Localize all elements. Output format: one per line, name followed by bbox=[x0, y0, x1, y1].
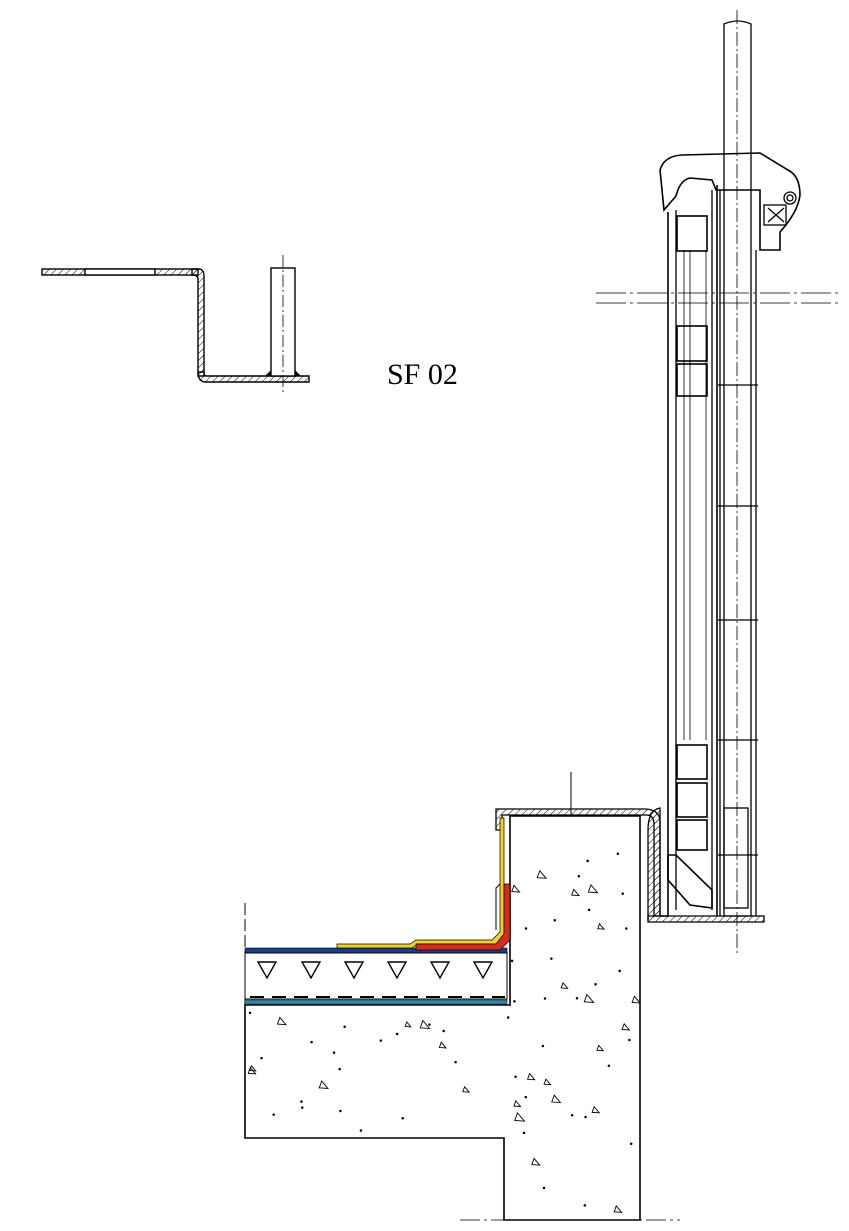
aggregate-grain bbox=[542, 1186, 546, 1190]
aggregate-grain bbox=[616, 852, 620, 855]
insulation-triangles bbox=[256, 961, 494, 980]
aggregate-grain bbox=[395, 1032, 399, 1036]
aggregate-stone bbox=[462, 1085, 471, 1093]
aggregate-grain bbox=[550, 957, 553, 960]
aggregate-stone bbox=[560, 981, 569, 989]
aggregate-grain bbox=[454, 1060, 457, 1064]
aggregate-grain bbox=[260, 1056, 263, 1060]
aggregate-grain bbox=[300, 1100, 303, 1103]
aggregate-grain bbox=[524, 1095, 528, 1099]
aggregate-grain bbox=[524, 927, 528, 930]
aggregate-stone bbox=[543, 1078, 552, 1086]
aggregate-stone bbox=[404, 1021, 412, 1028]
aggregate-grain bbox=[248, 1011, 252, 1015]
aggregate-stone bbox=[596, 1044, 605, 1052]
aggregate-stone bbox=[536, 869, 548, 879]
aggregate-grain bbox=[621, 892, 624, 895]
aggregate-grain bbox=[624, 927, 628, 930]
aggregate-stone bbox=[249, 1064, 257, 1072]
aggregate-grain bbox=[543, 997, 547, 1000]
aggregate-grain bbox=[575, 997, 579, 1000]
aggregate-grain bbox=[510, 959, 514, 963]
aggregate-stone bbox=[531, 1157, 541, 1166]
aggregate-grain bbox=[522, 1131, 526, 1135]
aggregate-stone bbox=[419, 1019, 431, 1030]
aggregate-stone bbox=[631, 995, 642, 1004]
aggregate-grain bbox=[570, 1114, 574, 1117]
sf02-profile-detail: SF 02 bbox=[41, 255, 458, 392]
aggregate-grain bbox=[587, 908, 591, 912]
aggregate-grain bbox=[272, 1113, 275, 1116]
aggregate-stone bbox=[613, 1205, 623, 1213]
aggregate-stone bbox=[513, 1100, 522, 1108]
aggregate-grain bbox=[514, 1075, 517, 1079]
aggregate-stone bbox=[526, 1072, 536, 1081]
aggregate-stone bbox=[551, 1094, 562, 1104]
aggregate-grain bbox=[583, 1204, 587, 1207]
aggregate-grain bbox=[332, 1051, 336, 1054]
aggregate-stone bbox=[276, 1016, 287, 1026]
aggregate-grain bbox=[359, 1129, 363, 1132]
aggregate-grain bbox=[310, 1040, 313, 1044]
aggregate-stone bbox=[591, 1105, 601, 1114]
aggregate-stone bbox=[583, 993, 595, 1004]
aggregate-grain bbox=[379, 1039, 383, 1042]
aggregate-grain bbox=[628, 1038, 631, 1042]
aggregate-stone bbox=[571, 888, 581, 897]
aggregate-stone bbox=[587, 883, 599, 894]
roof-layers bbox=[244, 817, 511, 1005]
aggregate-grain bbox=[541, 1044, 545, 1048]
aggregate-grain bbox=[343, 1025, 346, 1029]
aggregate-grain bbox=[428, 1023, 431, 1026]
aggregate-stone bbox=[318, 1080, 329, 1090]
aggregate-grain bbox=[629, 1142, 633, 1146]
aggregate-grain bbox=[553, 918, 556, 922]
aggregate-grain bbox=[607, 1064, 611, 1067]
aggregate-grain bbox=[301, 1106, 304, 1109]
aggregate-grain bbox=[584, 1115, 587, 1119]
aggregate-grain bbox=[618, 969, 621, 973]
aggregate-stone bbox=[597, 922, 606, 930]
aggregate-grain bbox=[577, 874, 581, 878]
aggregate-stone bbox=[511, 884, 521, 893]
aggregate-grain bbox=[506, 1016, 510, 1019]
aggregate-grain bbox=[586, 859, 589, 863]
aggregate-stone bbox=[621, 1022, 631, 1031]
aggregate-grain bbox=[513, 1000, 516, 1003]
aggregate-stone bbox=[514, 1112, 526, 1122]
detail-label: SF 02 bbox=[387, 358, 458, 391]
aggregate-grain bbox=[339, 1109, 342, 1113]
aggregate-grain bbox=[338, 1067, 341, 1071]
rail-assembly bbox=[596, 10, 840, 955]
concrete-slab bbox=[244, 815, 680, 1221]
aggregate-grain bbox=[442, 1029, 445, 1033]
aggregate-grain bbox=[401, 1117, 404, 1120]
aggregate-stone bbox=[438, 1041, 448, 1049]
aggregate-grain bbox=[594, 983, 597, 986]
